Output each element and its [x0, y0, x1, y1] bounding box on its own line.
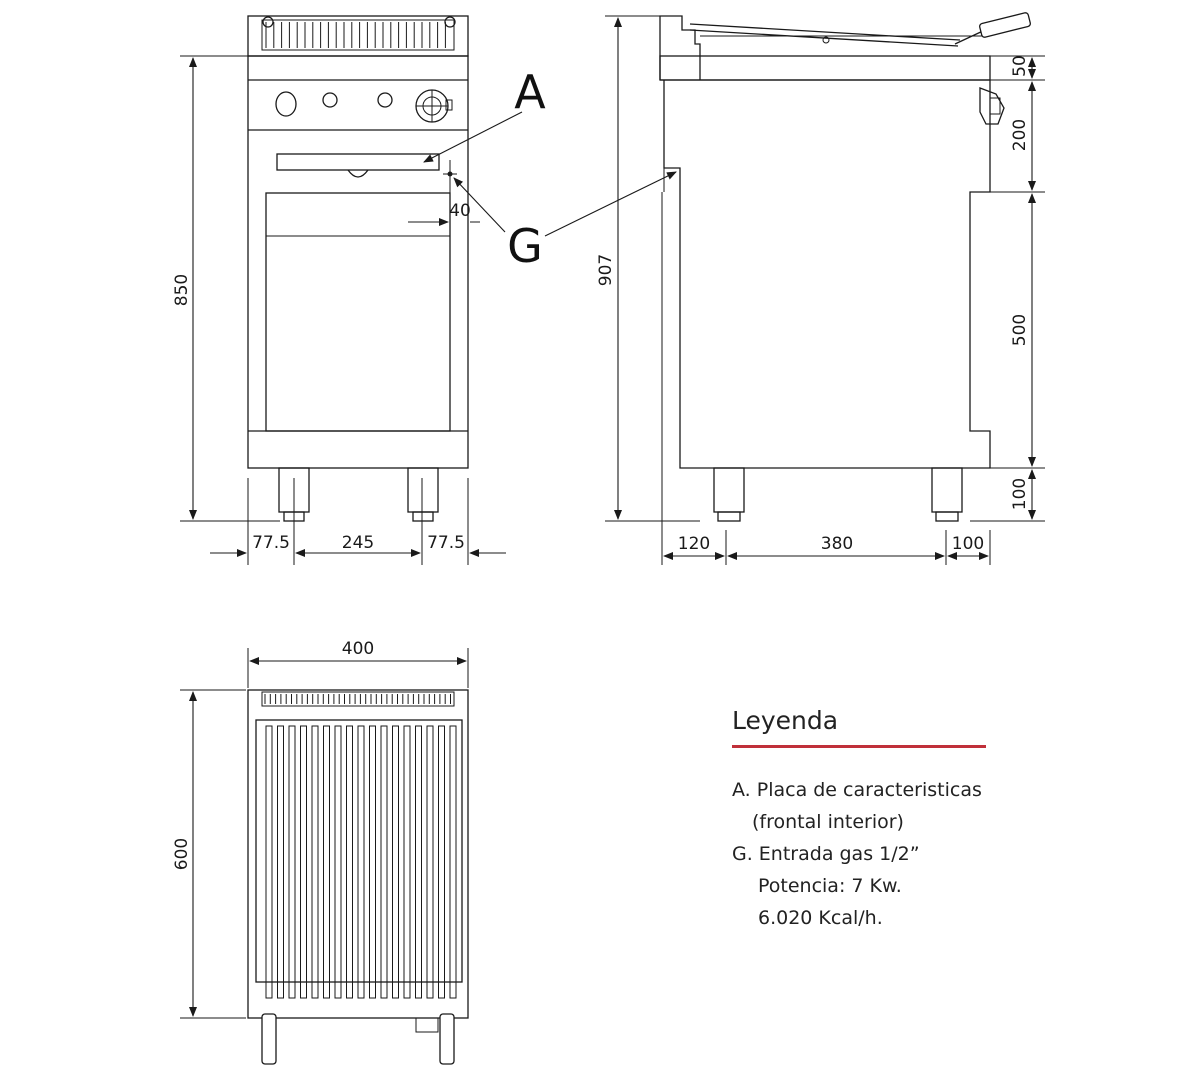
- grill-rod: [426, 725, 434, 999]
- grill-rod: [392, 725, 399, 999]
- callout-g-label: G: [507, 219, 543, 273]
- front-cabinet: [265, 192, 451, 432]
- front-width-center: 245: [342, 533, 374, 553]
- side-dim-100-h: 100: [952, 534, 984, 554]
- drawer-handle: [276, 153, 440, 178]
- grill-rod: [323, 725, 330, 999]
- grill-rod: [438, 725, 445, 999]
- side-dim-200: 200: [1010, 119, 1030, 151]
- side-dim-500: 500: [1010, 314, 1030, 346]
- front-view: 850 77.5 245 77.5 40: [172, 15, 506, 565]
- grill-rod: [265, 725, 273, 999]
- front-grill-top: [247, 15, 469, 57]
- grill-rod: [311, 725, 319, 999]
- grill-rod: [380, 725, 388, 999]
- callouts: A G: [423, 65, 677, 273]
- front-width-left: 77.5: [252, 533, 290, 553]
- top-width-label: 400: [342, 639, 374, 659]
- grill-rod: [300, 725, 307, 999]
- front-width-right: 77.5: [427, 533, 465, 553]
- grill-rod: [415, 725, 422, 999]
- front-offset-label: 40: [449, 201, 471, 221]
- front-body: [247, 55, 469, 469]
- control-knobs: [275, 89, 453, 123]
- grill-rod: [403, 725, 411, 999]
- grill-rod: [277, 725, 284, 999]
- side-view: 907 50 200 500 100 120 380 100: [596, 12, 1045, 565]
- side-dim-50: 50: [1010, 55, 1030, 77]
- front-feet: [278, 467, 439, 522]
- side-knob: [979, 87, 1005, 125]
- front-height-label: 850: [172, 274, 192, 306]
- side-dim-120: 120: [678, 534, 710, 554]
- side-dim-380: 380: [821, 534, 853, 554]
- grill-rod: [334, 725, 342, 999]
- side-total-height-label: 907: [596, 254, 616, 286]
- side-dim-100: 100: [1010, 478, 1030, 510]
- legend-a-line1: A. Placa de caracteristicas: [732, 779, 982, 801]
- legend-g-line2: Potencia: 7 Kw.: [758, 875, 902, 897]
- grill-rod: [346, 725, 353, 999]
- legend-a-line2: (frontal interior): [752, 811, 904, 833]
- top-view: 400 600: [172, 639, 469, 1065]
- grill-rod: [357, 725, 365, 999]
- legend-g-line3: 6.020 Kcal/h.: [758, 907, 883, 929]
- legend: Leyenda A. Placa de caracteristicas (fro…: [732, 706, 1002, 934]
- callout-a-label: A: [514, 65, 546, 119]
- grill-rod: [449, 725, 457, 999]
- top-depth-label: 600: [172, 838, 192, 870]
- grill-rod: [369, 725, 376, 999]
- legend-g-line1: G. Entrada gas 1/2”: [732, 843, 920, 865]
- legend-title: Leyenda: [732, 706, 986, 748]
- grill-rod: [288, 725, 296, 999]
